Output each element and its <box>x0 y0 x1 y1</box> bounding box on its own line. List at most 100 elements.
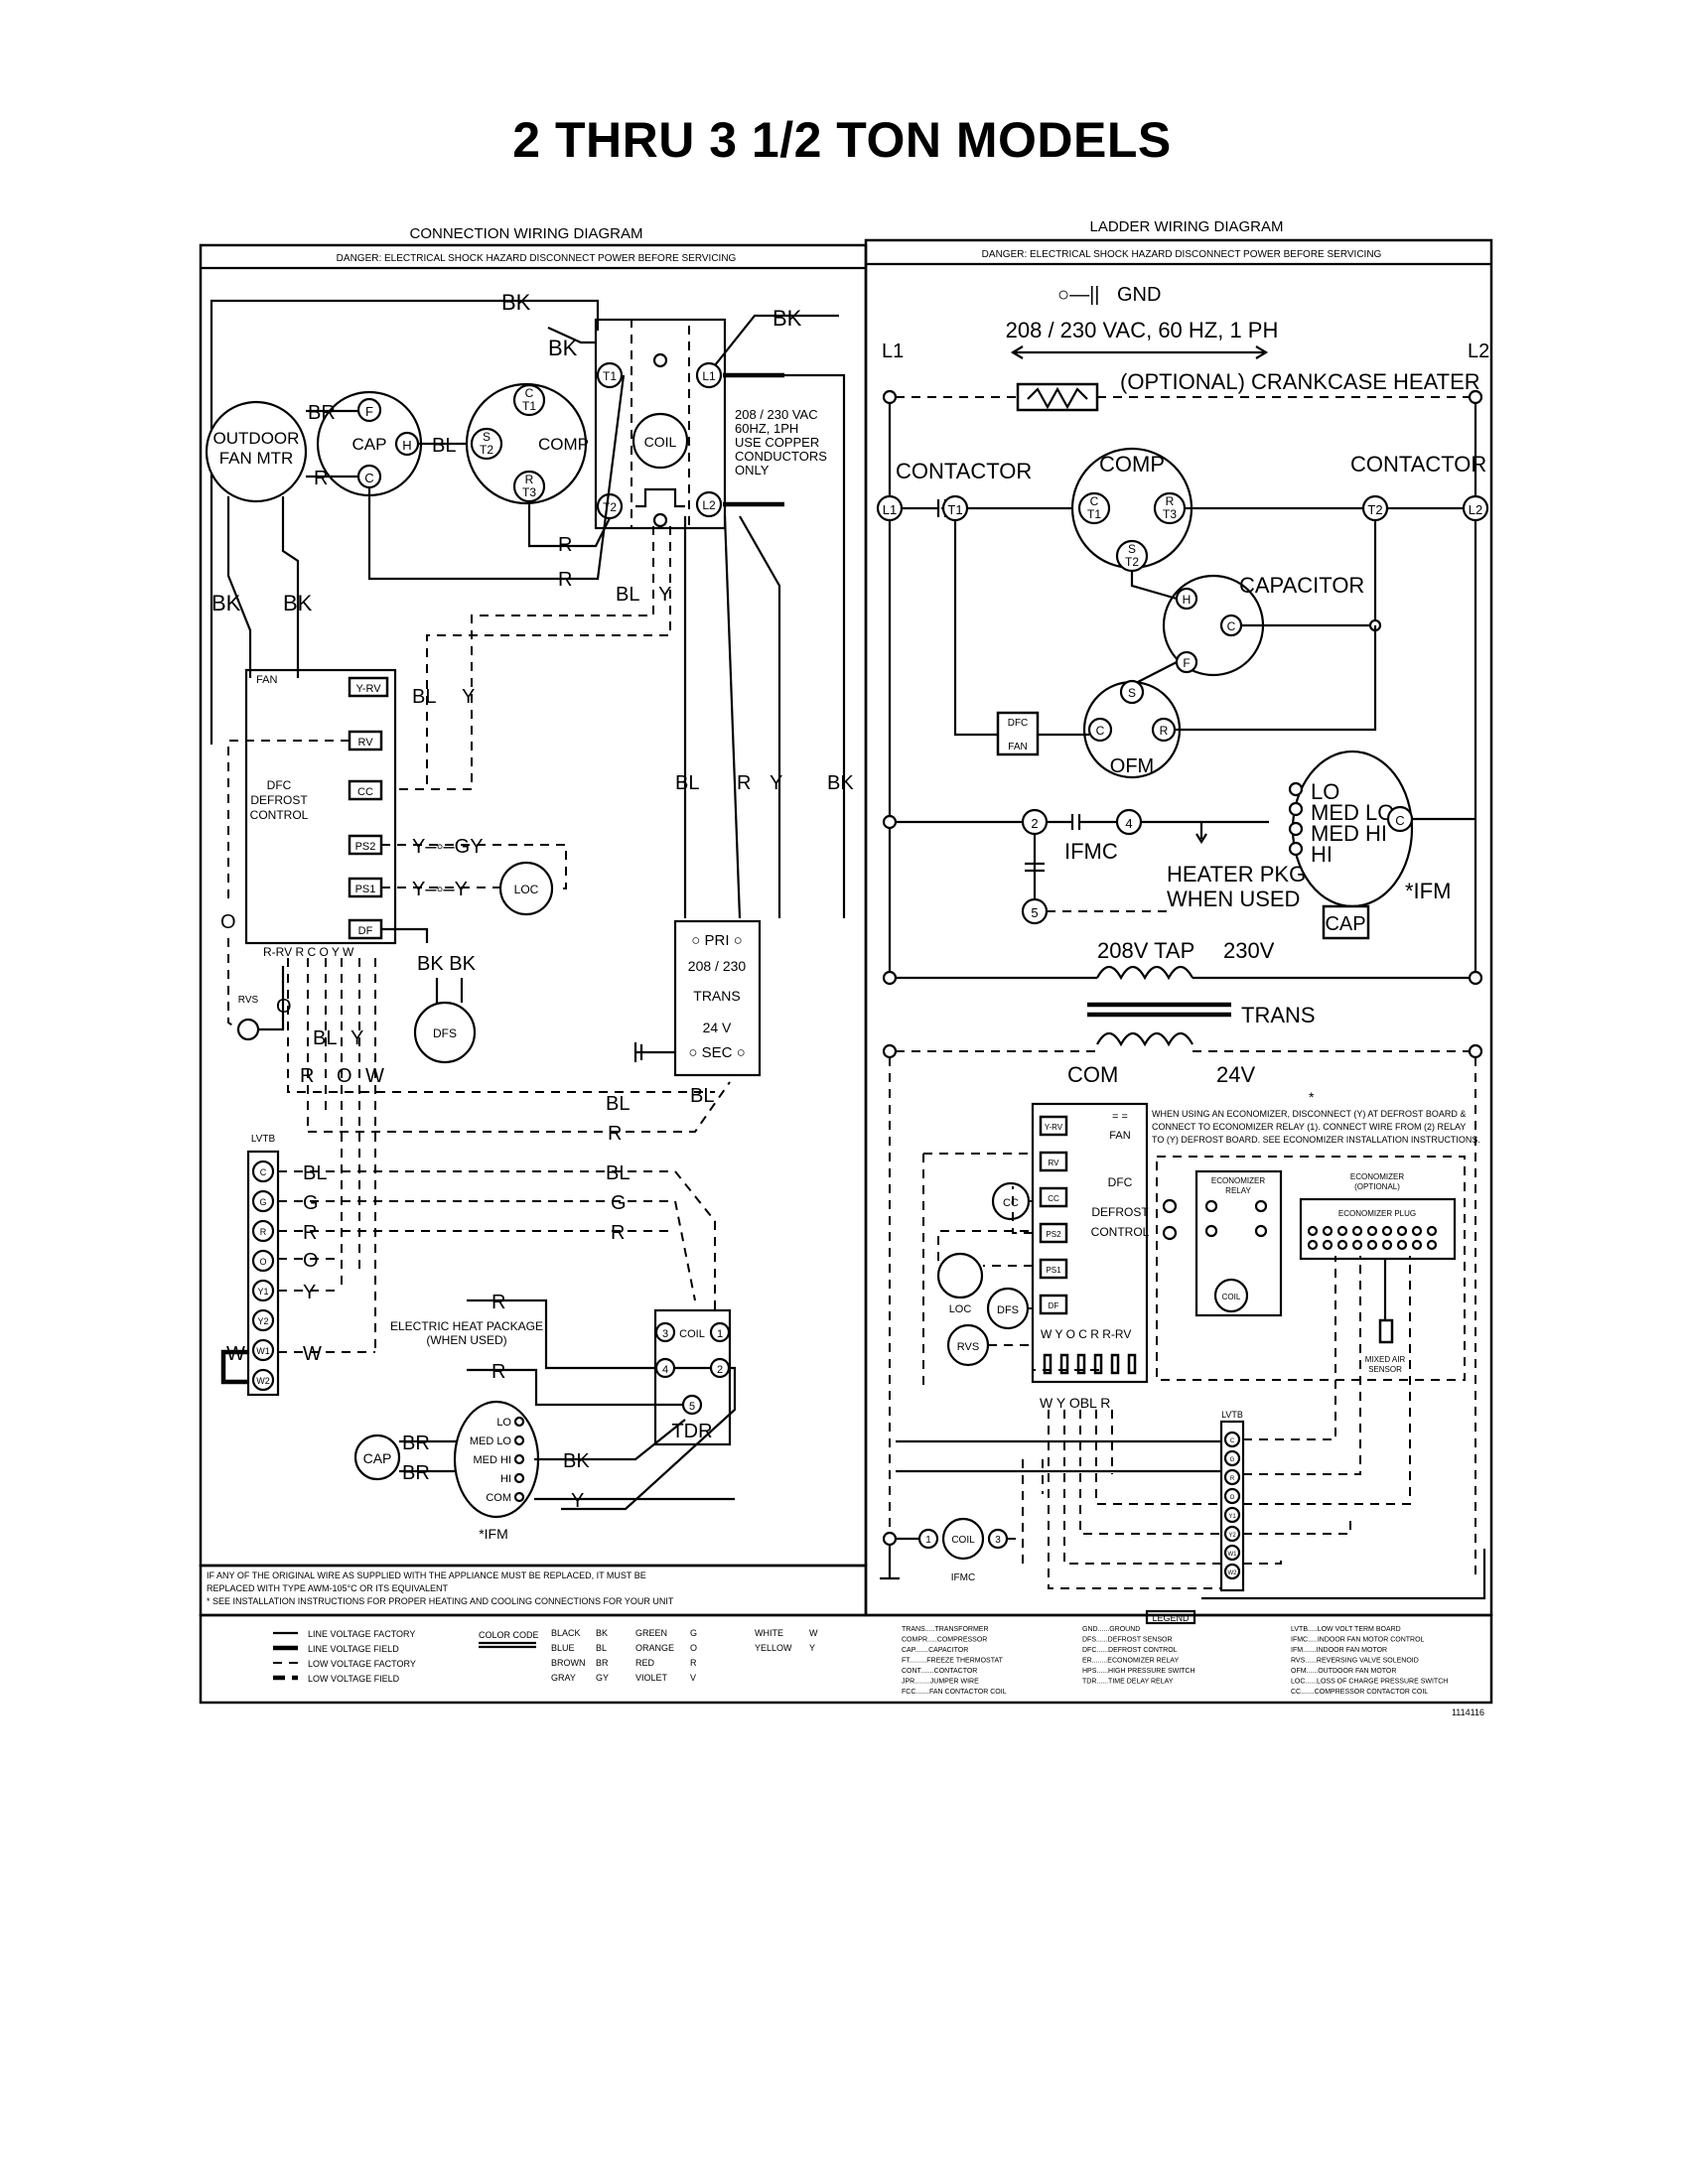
wire-bl-lvtb: BL <box>303 1162 327 1184</box>
en3: TO (Y) DEFROST BOARD. SEE ECONOMIZER INS… <box>1152 1135 1480 1145</box>
ladder-trans-label: TRANS <box>1241 1003 1316 1027</box>
wire-y-lvtb: Y <box>303 1282 316 1303</box>
ladder-dfc-terminal <box>1039 1151 1068 1172</box>
supply-note-2: 60HZ, 1PH <box>735 421 798 436</box>
ladder-dfs-label: DFS <box>997 1304 1019 1316</box>
note-3: * SEE INSTALLATION INSTRUCTIONS FOR PROP… <box>207 1596 674 1606</box>
tdr-label: TDR <box>671 1421 712 1442</box>
ladder-dfc-terminal <box>1039 1294 1068 1315</box>
econ-pin <box>1396 1239 1408 1251</box>
ofm-c: C <box>1096 724 1105 738</box>
outdoor-fan-line1: OUTDOOR <box>213 429 300 448</box>
ladder-dfc-fan-label: FAN <box>1109 1130 1130 1142</box>
lvtb-terminal-c <box>251 1160 275 1183</box>
ifm-speed-label: HI <box>500 1473 511 1485</box>
contactor-coil <box>632 412 689 470</box>
econ-opt-label: ECONOMIZER(OPTIONAL) <box>1350 1172 1404 1191</box>
dfc-name-1: DFC <box>267 778 292 792</box>
lcap-h: H <box>1183 593 1192 607</box>
lvtb-right-terminal <box>1223 1525 1241 1543</box>
ladder-capacitor-label: CAPACITOR <box>1239 573 1364 598</box>
comp-c: C <box>525 386 534 400</box>
lvtb-right-terminal <box>1223 1431 1241 1448</box>
ladder-t2-term: T2 <box>1367 502 1382 517</box>
abbreviation: HPS......HIGH PRESSURE SWITCH <box>1082 1668 1195 1675</box>
abbreviation: DFC......DEFROST CONTROL <box>1082 1647 1178 1654</box>
abbreviation: IFM.......INDOOR FAN MOTOR <box>1291 1647 1387 1654</box>
wire-r-2: R <box>558 569 572 591</box>
econ-pin <box>1381 1239 1393 1251</box>
lvtb-terminal-w2 <box>251 1368 275 1392</box>
economizer-optional <box>1299 1197 1457 1261</box>
comp-t2: T2 <box>480 443 493 457</box>
abbreviation: DFS......DEFROST SENSOR <box>1082 1637 1173 1644</box>
lvtb-right-terminal <box>1223 1544 1241 1562</box>
ladder-loc-label: LOC <box>949 1303 972 1315</box>
ma2: SENSOR <box>1368 1365 1402 1374</box>
ladder-dfc-terminal <box>1039 1258 1068 1280</box>
legend-line-label: LOW VOLTAGE FIELD <box>308 1674 400 1684</box>
legend-frame <box>199 1613 1493 1705</box>
ladder-dfc-terminal <box>1039 1186 1068 1208</box>
economizer-plug-pins <box>1307 1225 1438 1251</box>
en1: WHEN USING AN ECONOMIZER, DISCONNECT (Y)… <box>1152 1109 1466 1119</box>
econ-pin <box>1336 1225 1348 1237</box>
ladder-dfc-terminal-label: RV <box>1049 1159 1060 1167</box>
econ-pin <box>1307 1239 1319 1251</box>
tdr-2: 2 <box>717 1364 723 1376</box>
dfc-cc-label: CC <box>357 786 373 798</box>
lvtb-terminal-label: W1 <box>256 1346 270 1356</box>
outdoor-fan-motor <box>205 400 308 503</box>
note-1: IF ANY OF THE ORIGINAL WIRE AS SUPPLIED … <box>207 1570 646 1580</box>
com-label: COM <box>1067 1062 1118 1087</box>
ifm-speed-tap <box>513 1416 525 1428</box>
contactor-label-left: CONTACTOR <box>896 459 1032 483</box>
ofm-r: R <box>1160 724 1169 738</box>
tdr-4: 4 <box>662 1364 668 1376</box>
ifm-speed-tap <box>513 1472 525 1484</box>
wire-o-rvs: O <box>276 996 292 1018</box>
econ-pin <box>1322 1239 1333 1251</box>
lvtb-terminal-label: Y1 <box>257 1287 268 1297</box>
ifm-speed-label: MED HI <box>474 1454 512 1466</box>
ladder-dfc-pin <box>1093 1353 1103 1375</box>
dfc-cc-terminal <box>348 779 383 801</box>
ifm-speed-label: LO <box>496 1417 511 1429</box>
trans-24v: 24 V <box>703 1020 732 1035</box>
color-name: YELLOW <box>755 1643 792 1653</box>
comp-s: S <box>483 430 491 444</box>
tdr-1: 1 <box>717 1328 723 1340</box>
abbreviation: RVS......REVERSING VALVE SOLENOID <box>1291 1658 1419 1665</box>
term-l2: L2 <box>702 498 716 512</box>
ifm-speed-tap <box>513 1453 525 1465</box>
heat-package-label: ELECTRIC HEAT PACKAGE(WHEN USED) <box>390 1319 543 1347</box>
lvtb-right <box>1219 1420 1245 1592</box>
heat-pkg-2: (WHEN USED) <box>426 1333 506 1347</box>
lvtb-terminal-label: W2 <box>256 1376 270 1386</box>
contactor-label-right: CONTACTOR <box>1350 452 1486 477</box>
dfc-rv-label: RV <box>357 737 373 749</box>
dfs-label: DFS <box>433 1026 457 1040</box>
supply-note-1: 208 / 230 VAC <box>735 407 818 422</box>
wire-r-trans: R <box>737 772 751 794</box>
color-abbr: G <box>690 1628 697 1638</box>
wire-bl-cap: BL <box>432 435 456 457</box>
ladder-ifmc-label: IFMC <box>1064 839 1118 864</box>
ifm-speed-tap <box>513 1491 525 1503</box>
lvtb-right-terminal-label: W1 <box>1228 1552 1238 1558</box>
ladder-dfc-term-row: W Y O C R R-RV <box>1041 1327 1131 1341</box>
cap-c: C <box>364 471 373 485</box>
abbreviation: LVTB.....LOW VOLT TERM BOARD <box>1291 1626 1401 1633</box>
ldn2: DEFROST <box>1091 1205 1149 1219</box>
ldn1: DFC <box>1108 1175 1133 1189</box>
rvs-solenoid <box>236 1018 260 1041</box>
lvtb-right-terminal-label: C <box>1230 1438 1235 1444</box>
color-name: GREEN <box>635 1628 667 1638</box>
ls4: HI <box>1311 842 1333 867</box>
wire-bk-fan2: BK <box>283 591 313 615</box>
lvtb-right-terminal-label: Y2 <box>1228 1533 1236 1539</box>
ladder-dfc-terminal <box>1039 1115 1068 1137</box>
